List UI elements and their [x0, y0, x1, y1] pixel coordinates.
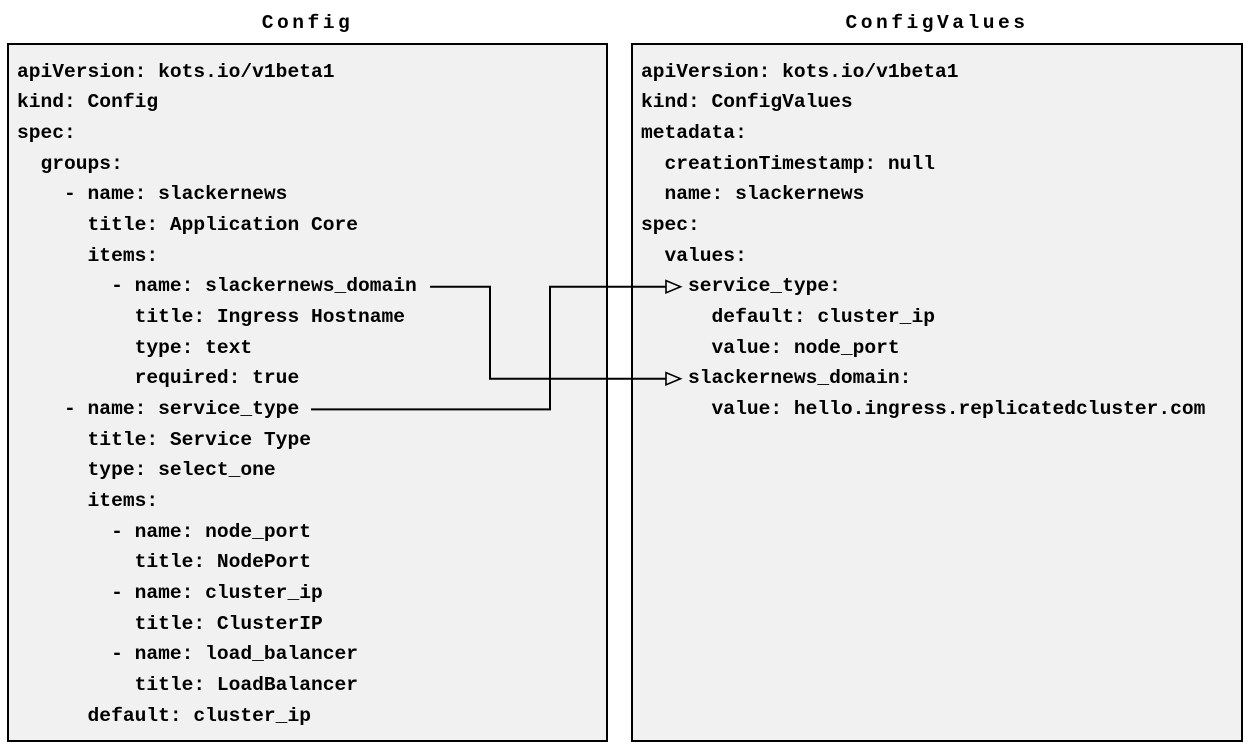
config-panel-title: Config: [261, 12, 354, 34]
configvalues-panel-title: ConfigValues: [845, 12, 1029, 34]
config-yaml-panel: apiVersion: kots.io/v1beta1 kind: Config…: [7, 43, 608, 742]
config-yaml-code: apiVersion: kots.io/v1beta1 kind: Config…: [17, 60, 417, 727]
configvalues-yaml-code: apiVersion: kots.io/v1beta1 kind: Config…: [641, 60, 1206, 420]
configvalues-yaml-panel: apiVersion: kots.io/v1beta1 kind: Config…: [631, 43, 1243, 742]
